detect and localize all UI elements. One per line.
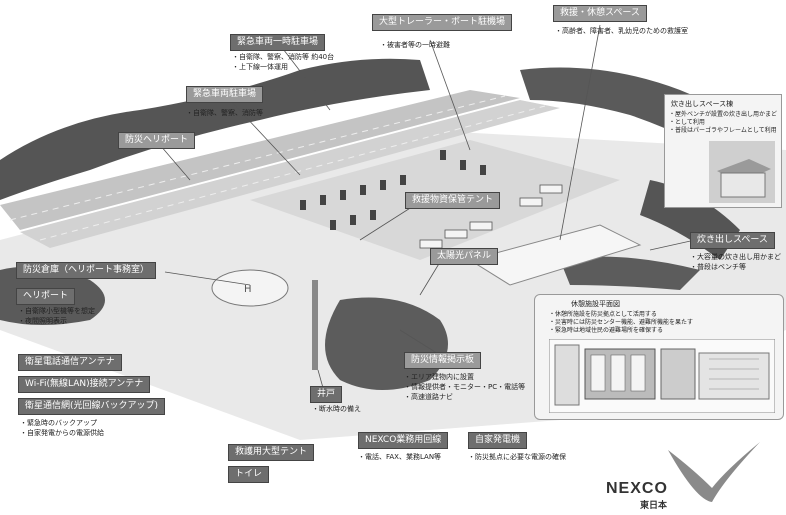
desc-line: 自衛隊、警察、消防等: [186, 108, 263, 118]
desc-heliport: 自衛隊小型機等を想定 夜間照明表示: [18, 306, 95, 326]
heliport-pad: [211, 269, 289, 307]
buses: [419, 184, 563, 249]
desc-rest-space: 高齢者、障害者、乳幼児のための救護室: [555, 26, 688, 36]
label-nexco-line: NEXCO業務用回線: [358, 432, 449, 449]
desc-info-board: エリア建物内に設置 情報提供者・モニター・PC・電話等 高速道路ナビ: [404, 372, 525, 402]
floor-plan-title: 休憩施設平面図: [571, 300, 620, 308]
desc-line: 自衛隊小型機等を想定: [18, 306, 95, 316]
desc-outdoor-cooking: 大容量の炊き出し用かまど 普段はベンチ等: [690, 252, 781, 272]
label-supply-tent: 救援物資保管テント: [405, 192, 501, 209]
desc-line: 情報提供者・モニター・PC・電話等: [404, 382, 525, 392]
desc-line: 高速道路ナビ: [404, 392, 525, 402]
label-generator: 自家発電機: [468, 432, 528, 449]
desc-line: 緊急時は地域住民の避難場所を確保する: [549, 327, 693, 335]
desc-trailer-parking: 被害者等の一時避難: [380, 40, 450, 50]
label-disaster-heliport: 防災ヘリポート: [118, 132, 196, 149]
label-satellite-network: 衛星通信網(光回線バックアップ): [18, 398, 166, 415]
desc-line: 災害時には防災センター機能、避難所機能を果たす: [549, 319, 693, 327]
desc-line: 防災拠点に必要な電源の確保: [468, 452, 566, 462]
label-satellite-antenna: 衛星電話通信アンテナ: [18, 354, 122, 371]
desc-floor-plan: 休憩所施設を防災拠点として活用する 災害時には防災センター機能、避難所機能を果た…: [549, 311, 693, 335]
desc-line: 自家発電からの電源供給: [20, 428, 104, 438]
desc-line: 断水時の備え: [312, 404, 361, 414]
desc-emergency-vehicle: 自衛隊、警察、消防等: [186, 108, 263, 118]
label-info-board: 防災情報掲示板: [404, 352, 482, 369]
desc-line: 緊急時のバックアップ: [20, 418, 104, 428]
desc-line: 夜間照明表示: [18, 316, 95, 326]
label-outdoor-cooking: 炊き出しスペース: [690, 232, 775, 249]
parked-cars: [300, 150, 486, 230]
desc-generator: 防災拠点に必要な電源の確保: [468, 452, 566, 462]
label-heliport: ヘリポート: [16, 288, 76, 305]
inset-cooking-building: 炊き出しスペース棟 屋外ベンチが設置の炊き出し用かまど として利用 普段はパーゴ…: [664, 94, 782, 208]
desc-antenna: 緊急時のバックアップ 自家発電からの電源供給: [20, 418, 104, 438]
nexco-logo-text: NEXCO: [606, 480, 668, 497]
label-well: 井戸: [310, 386, 343, 403]
desc-line: 被害者等の一時避難: [380, 40, 450, 50]
rest-building: [468, 224, 642, 286]
desc-line: 大容量の炊き出し用かまど: [690, 252, 781, 262]
desc-line: 屋外ベンチが設置の炊き出し用かまど: [669, 111, 777, 119]
label-medical-tent: 救護用大型テント: [228, 444, 315, 461]
desc-line: 普段はベンチ等: [690, 262, 781, 272]
cooking-building-photo: [709, 141, 775, 203]
label-solar: 太陽光パネル: [430, 248, 499, 265]
inset-cooking-title: 炊き出しスペース棟: [671, 100, 734, 108]
nexco-logo-mark: [668, 442, 760, 502]
label-wifi-antenna: Wi-Fi(無線LAN)接続アンテナ: [18, 376, 151, 393]
highway: [0, 90, 520, 230]
desc-indoor-cooking: 屋外ベンチが設置の炊き出し用かまど として利用 普段はパーゴラやフレームとして利…: [669, 111, 777, 135]
label-toilet: トイレ: [228, 466, 270, 483]
desc-line: 高齢者、障害者、乳幼児のための救護室: [555, 26, 688, 36]
desc-line: 上下線一体運用: [232, 62, 334, 72]
desc-well: 断水時の備え: [312, 404, 361, 414]
label-emergency-vehicle: 緊急車両駐車場: [186, 86, 264, 103]
inset-floor-plan: 休憩施設平面図 休憩所施設を防災拠点として活用する 災害時には防災センター機能、…: [534, 294, 784, 420]
desc-nexco-line: 電話、FAX、業務LAN等: [358, 452, 441, 462]
desc-line: 電話、FAX、業務LAN等: [358, 452, 441, 462]
label-emergency-parking: 緊急車両一時駐車場: [230, 34, 326, 51]
svg-text:H: H: [244, 284, 252, 295]
desc-line: 普段はパーゴラやフレームとして利用: [669, 127, 777, 135]
label-rest-space: 救援・休憩スペース: [553, 5, 647, 22]
desc-line: として利用: [669, 119, 777, 127]
label-trailer-parking: 大型トレーラー・ボート駐機場: [372, 14, 513, 31]
desc-line: 休憩所施設を防災拠点として活用する: [549, 311, 693, 319]
desc-emergency-parking: 自衛隊、警察、消防等 約40台 上下線一体運用: [232, 52, 334, 72]
nexco-logo-sub: 東日本: [640, 501, 668, 511]
floor-plan-drawing: [549, 339, 775, 413]
label-heliport-office: 防災倉庫（ヘリポート事務室）: [16, 262, 157, 279]
desc-line: 自衛隊、警察、消防等 約40台: [232, 52, 334, 62]
desc-line: エリア建物内に設置: [404, 372, 525, 382]
antenna-tower: [312, 280, 318, 370]
